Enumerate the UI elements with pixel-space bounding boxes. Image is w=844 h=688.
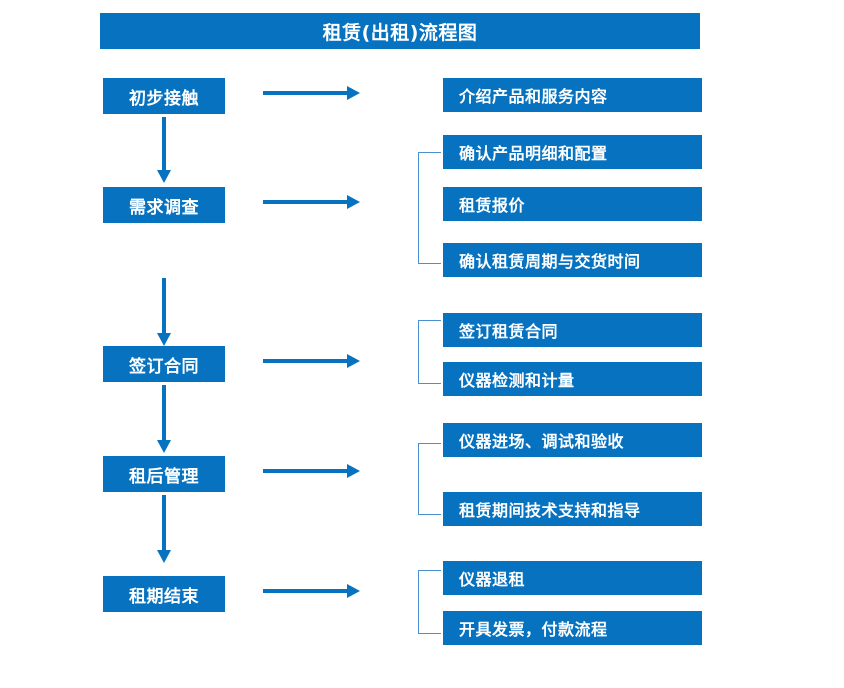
arrow-shaft xyxy=(263,359,347,363)
task-box-4-2[interactable]: 租赁期间技术支持和指导 xyxy=(443,492,702,526)
stage-box-1[interactable]: 初步接触 xyxy=(103,78,225,114)
arrow-head xyxy=(157,170,171,183)
arrow-right-icon-5 xyxy=(263,584,360,598)
arrow-shaft xyxy=(263,469,347,473)
arrow-down-icon-2 xyxy=(157,278,171,346)
arrow-head xyxy=(347,354,360,368)
arrow-head xyxy=(157,333,171,346)
arrow-shaft xyxy=(162,495,166,550)
task-box-1-1[interactable]: 介绍产品和服务内容 xyxy=(443,78,702,112)
arrow-down-icon-4 xyxy=(157,495,171,563)
stage-box-3[interactable]: 签订合同 xyxy=(103,346,225,382)
arrow-head xyxy=(347,195,360,209)
stage-box-5[interactable]: 租期结束 xyxy=(103,576,225,612)
arrow-shaft xyxy=(263,91,347,95)
task-box-3-2[interactable]: 仪器检测和计量 xyxy=(443,362,702,396)
arrow-head xyxy=(347,464,360,478)
arrow-shaft xyxy=(263,200,347,204)
task-box-2-2[interactable]: 租赁报价 xyxy=(443,187,702,221)
task-box-4-1[interactable]: 仪器进场、调试和验收 xyxy=(443,423,702,457)
arrow-down-icon-1 xyxy=(157,117,171,183)
arrow-right-icon-3 xyxy=(263,354,360,368)
arrow-shaft xyxy=(263,589,347,593)
arrow-head xyxy=(347,86,360,100)
bracket-group-icon-3 xyxy=(418,320,441,384)
task-box-3-1[interactable]: 签订租赁合同 xyxy=(443,313,702,347)
flowchart-title: 租赁(出租)流程图 xyxy=(100,13,700,49)
arrow-head xyxy=(157,440,171,453)
stage-box-4[interactable]: 租后管理 xyxy=(103,456,225,492)
arrow-right-icon-1 xyxy=(263,86,360,100)
task-box-5-1[interactable]: 仪器退租 xyxy=(443,561,702,595)
arrow-right-icon-4 xyxy=(263,464,360,478)
task-box-2-3[interactable]: 确认租赁周期与交货时间 xyxy=(443,243,702,277)
arrow-head xyxy=(347,584,360,598)
arrow-shaft xyxy=(162,278,166,333)
arrow-head xyxy=(157,550,171,563)
arrow-right-icon-2 xyxy=(263,195,360,209)
task-box-5-2[interactable]: 开具发票，付款流程 xyxy=(443,611,702,645)
arrow-shaft xyxy=(162,117,166,170)
stage-box-2[interactable]: 需求调查 xyxy=(103,187,225,223)
arrow-shaft xyxy=(162,385,166,440)
bracket-group-icon-2 xyxy=(418,152,441,264)
task-box-2-1[interactable]: 确认产品明细和配置 xyxy=(443,135,702,169)
bracket-group-icon-5 xyxy=(418,570,441,634)
arrow-down-icon-3 xyxy=(157,385,171,453)
bracket-group-icon-4 xyxy=(418,443,441,515)
